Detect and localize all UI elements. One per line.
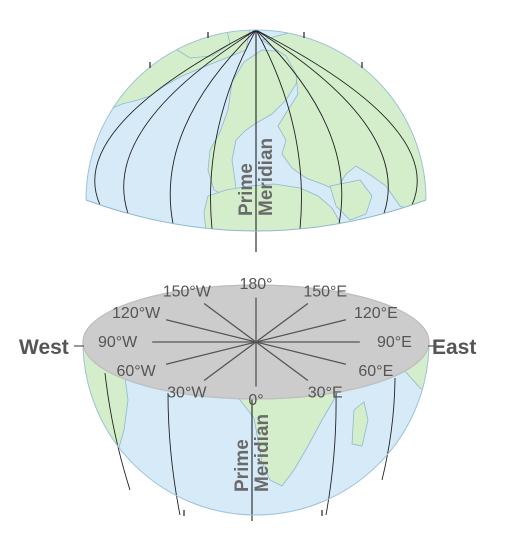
- madagascar-land: [351, 401, 369, 447]
- longitude-spokes: [152, 297, 360, 387]
- meridian-line: [167, 392, 181, 516]
- meridian-line: [255, 29, 389, 214]
- northern-hemisphere-cut-edge: [85, 199, 427, 232]
- longitude-label: 60°E: [358, 363, 393, 380]
- meridian-line: [104, 372, 131, 491]
- longitude-label: 120°E: [354, 305, 398, 322]
- arabia-land: [329, 179, 373, 221]
- meridian-line: [210, 29, 257, 229]
- meridian-line: [255, 29, 302, 229]
- east-label: East: [432, 336, 476, 359]
- longitude-label: 60°W: [116, 363, 156, 380]
- southern-meridians: [104, 372, 396, 516]
- prime-meridian-top-line2: Meridian: [256, 138, 277, 216]
- longitude-label: 150°E: [303, 284, 347, 301]
- longitude-labels: 180° 150°E 120°E 90°E 60°E 30°E 0° 30°W 60°W 90°W…: [98, 276, 412, 409]
- prime-meridian-top-line1: Prime: [236, 163, 257, 216]
- northern-meridians: [94, 29, 418, 229]
- northern-hemisphere-outline: [85, 29, 427, 201]
- equatorial-plane: 180° 150°E 120°E 90°E 60°E 30°E 0° 30°W 60°W 90°W…: [82, 276, 430, 409]
- northern-hemisphere: [85, 29, 427, 252]
- southern-pole-ticks: [183, 510, 323, 516]
- longitude-label: 90°E: [377, 334, 412, 351]
- meridian-line: [123, 29, 257, 214]
- prime-meridian-label-top: Prime Meridian: [236, 138, 277, 216]
- west-label: West: [19, 336, 69, 359]
- northern-pole-ticks: [149, 32, 363, 68]
- longitude-label: 150°W: [163, 284, 212, 301]
- meridian-line: [255, 29, 418, 206]
- longitude-label: 120°W: [112, 305, 161, 322]
- prime-meridian-bottom-line1: Prime: [232, 439, 253, 492]
- longitude-label: 180°: [239, 276, 272, 293]
- prime-meridian-bottom-line2: Meridian: [252, 414, 273, 492]
- prime-meridian-label-bottom: Prime Meridian: [232, 414, 273, 492]
- meridian-line: [381, 377, 396, 481]
- longitude-label: 0°: [248, 392, 263, 409]
- meridian-line: [169, 29, 257, 224]
- southern-hemisphere-outline: [82, 341, 430, 516]
- longitude-label: 30°E: [308, 384, 343, 401]
- meridian-line: [325, 392, 337, 516]
- longitude-label: 90°W: [98, 334, 138, 351]
- meridian-line: [255, 29, 343, 224]
- longitude-spoke: [203, 302, 309, 382]
- meridian-line: [94, 29, 257, 206]
- africa-land: [203, 183, 345, 231]
- longitude-label: 30°W: [167, 384, 207, 401]
